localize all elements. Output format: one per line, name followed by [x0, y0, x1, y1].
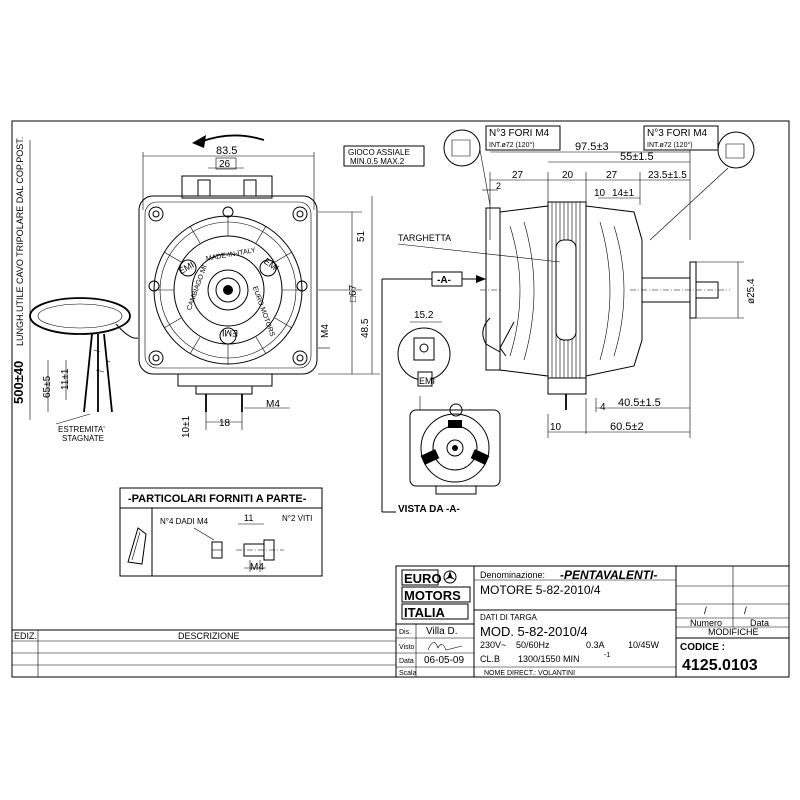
spec-voltage: 230V~ [480, 640, 506, 650]
dim-500: 500±40 [11, 361, 26, 404]
dim-2: 2 [496, 181, 501, 191]
data2-label: Data [750, 618, 769, 628]
dim-11: 11±1 [60, 368, 71, 390]
dim-10-a: 10 [594, 188, 606, 199]
parts-box: -PARTICOLARI FORNITI A PARTE- N°4 DADI M… [119, 487, 323, 577]
dim-40-5: 40.5±1.5 [618, 397, 661, 409]
spec-current: 0.3A [586, 640, 605, 650]
parts-nuts: N°4 DADI M4 [160, 517, 209, 526]
detail-view: 15.2 EMI VISTA DA -A- [382, 310, 501, 515]
data-label: Data [399, 658, 414, 665]
ediz-label: EDIZ. [14, 631, 37, 641]
title-block: EURO MOTORS ITALIA Denominazione: -PENTA… [395, 565, 790, 678]
dim-23-5: 23.5±1.5 [648, 170, 687, 181]
scala-label: Scala [399, 670, 417, 677]
spec-rpm-exponent: -1 [604, 652, 610, 659]
dim-square-67: □67 [348, 284, 359, 302]
dim-27-b: 27 [606, 170, 618, 181]
parts-d11: 11 [244, 513, 253, 523]
signature-icon [427, 642, 463, 651]
dim-15-2: 15.2 [414, 310, 434, 321]
view-arrow-label: -A- [437, 275, 451, 286]
front-view: 83.5 26 [138, 134, 425, 438]
dim-48-5: 48.5 [360, 318, 371, 338]
wire-end-label-1: ESTREMITA' [58, 425, 105, 434]
cable-length-note: LUNGH.UTILE CAVO TRIPOLARE DAL COP.POST. [15, 137, 25, 346]
wire-end-label-2: STAGNATE [62, 434, 104, 443]
codice-value: 4125.0103 [682, 657, 758, 674]
dim-65: 65±5 [42, 375, 53, 398]
dim-4: 4 [600, 402, 606, 413]
dim-83-5: 83.5 [216, 145, 237, 157]
gioco-assiale-box [343, 145, 425, 167]
side-view: N°3 FORI M4 INT.ø72 (120°) N°3 FORI M4 I… [381, 125, 757, 512]
mod-slash-1: / [704, 606, 707, 617]
holes-left-2: INT.ø72 (120°) [489, 141, 535, 149]
holes-left-1: N°3 FORI M4 [489, 128, 550, 139]
spec-rpm: 1300/1550 MIN [518, 654, 580, 664]
dis-label: Dis. [399, 629, 411, 636]
detail-view-title: VISTA DA -A- [398, 504, 460, 515]
gioco-line-1: GIOCO ASSIALE [348, 148, 410, 157]
bag-icon [127, 527, 147, 565]
dim-m4-bottom: M4 [266, 399, 280, 410]
dim-51: 51 [356, 230, 367, 242]
spec-freq: 50/60Hz [516, 640, 550, 650]
dim-shaft-diameter: ø25.4 [746, 278, 757, 304]
model-title: MOTORE 5-82-2010/4 [480, 583, 601, 597]
label-targhetta: TARGHETTA [398, 233, 451, 243]
dati-label: DATI DI TARGA [480, 613, 538, 622]
descrizione-label: DESCRIZIONE [178, 631, 240, 641]
logo-line-3: ITALIA [404, 605, 446, 620]
denominazione-value: -PENTAVALENTI- [560, 568, 657, 582]
cable-wires: ESTREMITA' STAGNATE 500±40 LUNGH.UTILE C… [11, 137, 139, 443]
dim-55: 55±1.5 [620, 151, 654, 163]
dim-27-a: 27 [512, 170, 524, 181]
codice-label: CODICE : [680, 642, 725, 653]
gioco-line-2: MIN.0.5 MAX.2 [350, 157, 405, 166]
spec-class: CL.B [480, 654, 500, 664]
dim-10: 10±1 [181, 415, 192, 438]
nameplate-slot [555, 239, 577, 341]
dis-value: Villa D. [426, 626, 458, 637]
parts-m4: M4 [250, 562, 264, 573]
logo-line-1: EURO [404, 571, 442, 586]
mark-euro-motors: EURO MOTORS [251, 286, 276, 338]
spec-power: 10/45W [628, 640, 660, 650]
denominazione-label: Denominazione: [480, 570, 545, 580]
dim-97-5: 97.5±3 [575, 141, 609, 153]
mark-emi-bottom: EMI [222, 328, 238, 338]
dim-60-5: 60.5±2 [610, 421, 644, 433]
dim-m4-right: M4 [320, 324, 331, 338]
visto-label: Visto [399, 644, 415, 651]
dim-14: 14±1 [612, 188, 635, 199]
rotation-arrowhead-icon [192, 135, 206, 148]
detail-emi: EMI [419, 376, 435, 386]
parts-box-title: -PARTICOLARI FORNITI A PARTE- [128, 493, 307, 505]
data-value: 06-05-09 [424, 655, 464, 666]
dim-26: 26 [219, 159, 231, 170]
mod-slash-2: / [744, 606, 747, 617]
holes-right-1: N°3 FORI M4 [647, 128, 708, 139]
mod-line: MOD. 5-82-2010/4 [480, 624, 588, 639]
nome-direct: NOME DIRECT.: VOLANTINI [484, 670, 575, 677]
parts-screws: N°2 VITI [282, 514, 312, 523]
numero-label: Numero [690, 618, 722, 628]
logo-line-2: MOTORS [404, 588, 461, 603]
company-logo: EURO MOTORS ITALIA [401, 569, 471, 620]
modifiche-label: MODIFICHE [708, 627, 759, 637]
revision-table: EDIZ. DESCRIZIONE [12, 629, 396, 677]
rotation-arrow [199, 134, 265, 143]
holes-right-2: INT.ø72 (120°) [647, 141, 693, 149]
dim-20: 20 [562, 170, 574, 181]
dim-10-b: 10 [550, 422, 562, 433]
dim-18: 18 [219, 418, 231, 429]
sheet-border [11, 120, 790, 678]
